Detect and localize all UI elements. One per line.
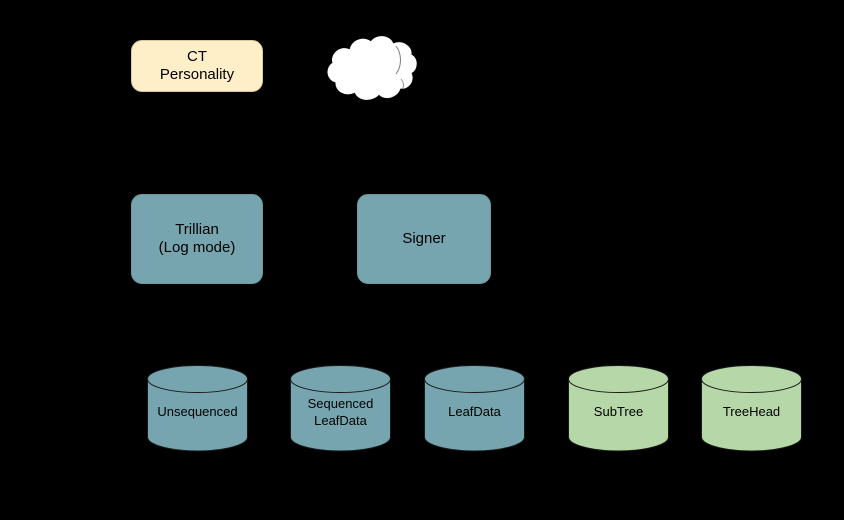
storage-cylinder-sequenced-leafdata[interactable]: Sequenced LeafData <box>290 365 391 452</box>
node-signer[interactable]: Signer <box>357 194 491 284</box>
node-ct-personality[interactable]: CT Personality <box>131 40 263 92</box>
storage-cylinder-leafdata[interactable]: LeafData <box>424 365 525 452</box>
storage-cylinder-subtree[interactable]: SubTree <box>568 365 669 452</box>
node-trillian-log-mode[interactable]: Trillian (Log mode) <box>131 194 263 284</box>
cloud-icon[interactable] <box>322 32 420 104</box>
storage-cylinder-unsequenced[interactable]: Unsequenced <box>147 365 248 452</box>
storage-cylinder-treehead[interactable]: TreeHead <box>701 365 802 452</box>
